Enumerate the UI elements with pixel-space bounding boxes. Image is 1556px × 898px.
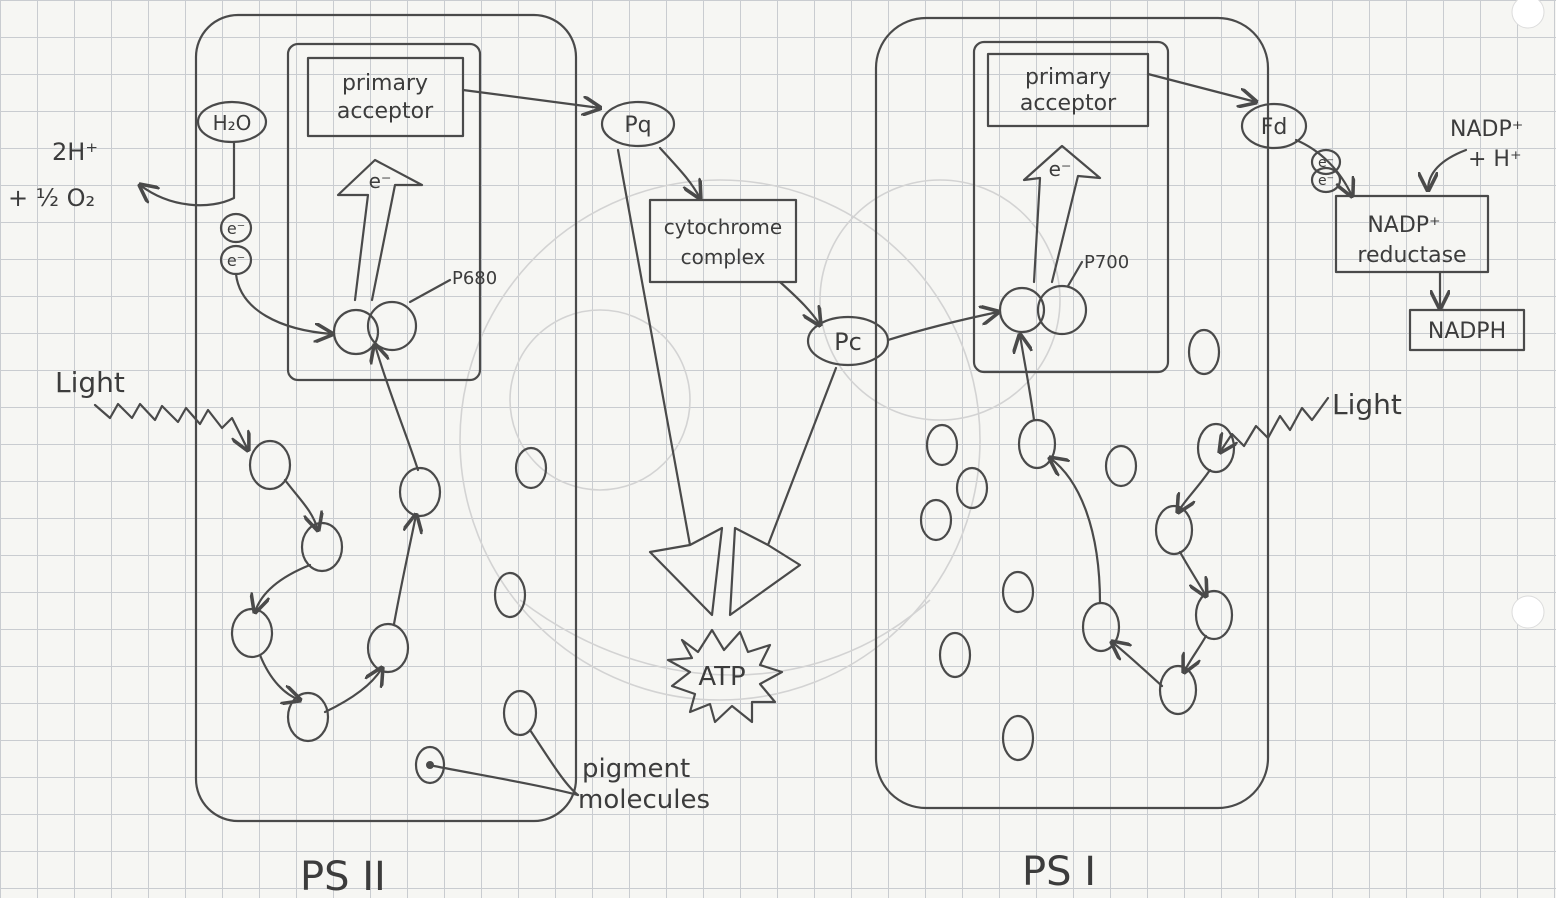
proton-gradient-arrow-icon — [616, 148, 724, 617]
proton-gradient-arrow-icon — [728, 366, 838, 617]
binder-hole — [1511, 0, 1545, 29]
ps1-title: PS I — [1022, 849, 1096, 895]
ps1-primary-acceptor: primary acceptor — [986, 52, 1150, 128]
water-molecule-icon — [196, 100, 268, 144]
p700-molecule-icon — [1036, 284, 1088, 336]
pigment-label-line-1: pigment — [582, 754, 690, 784]
pq-to-cytochrome-arrow — [658, 146, 700, 198]
electron-icon — [219, 212, 253, 244]
energy-transfer-arrow — [1178, 550, 1206, 596]
ps2-light-label: Light — [55, 366, 125, 399]
atp-burst-icon — [666, 628, 784, 724]
plastoquinone-icon — [600, 100, 676, 148]
electron-icon — [1310, 148, 1342, 176]
ps1-light-zigzag-arrow — [1220, 396, 1330, 452]
nadp-input-line-2: + H⁺ — [1468, 147, 1522, 172]
cytochrome-complex-box — [648, 198, 798, 284]
electron-label: e⁻ — [1318, 173, 1334, 189]
binder-hole — [1511, 595, 1545, 629]
acceptor-to-pq-arrow — [461, 88, 600, 108]
energy-transfer-arrow — [258, 653, 300, 700]
ps1-reaction-center-box — [972, 40, 1170, 374]
nadp-input-arrow — [1428, 148, 1468, 190]
energy-transfer-arrow — [1050, 458, 1102, 605]
electron-label: e⁻ — [1318, 155, 1334, 171]
water-label: H₂O — [213, 111, 252, 135]
nadph-label: NADPH — [1428, 319, 1506, 344]
ps1-membrane-outline — [874, 16, 1270, 810]
electron-transport-chain: Pq cytochrome complex Pc ATP pigment mol… — [432, 88, 998, 815]
energy-transfer-arrow — [392, 515, 416, 626]
ps2-title: PS II — [300, 854, 386, 898]
p680-pointer — [408, 278, 452, 304]
p700-pointer — [1066, 260, 1084, 288]
p680-molecule-icon — [366, 300, 418, 352]
ps1-electron-label: e⁻ — [1049, 157, 1072, 181]
electron-label: e⁻ — [227, 251, 245, 270]
oxygen-label: + ½ O₂ — [8, 184, 95, 212]
fd-label: Fd — [1261, 115, 1288, 140]
pq-label: Pq — [624, 113, 651, 138]
ps2-primary-acceptor: primary acceptor — [306, 56, 465, 138]
nadp-reductase-box — [1334, 194, 1490, 274]
photosystem-1: primary acceptor e⁻ P700 Light — [874, 16, 1402, 895]
energy-transfer-arrow — [375, 345, 420, 472]
energy-transfer-arrow — [1184, 634, 1208, 672]
pc-to-p700-arrow — [886, 312, 998, 342]
energy-transfer-arrow — [255, 563, 312, 612]
ps2-light-zigzag-arrow — [93, 402, 248, 450]
cytochrome-label-line-2: complex — [681, 245, 766, 269]
photosystem-2: primary acceptor e⁻ P680 H₂O 2H⁺ + ½ O₂ … — [8, 13, 578, 898]
energy-transfer-arrow — [283, 478, 318, 530]
p680-molecule-icon — [332, 308, 380, 356]
atp-label: ATP — [698, 662, 745, 692]
primary-acceptor-line-2: acceptor — [1020, 91, 1117, 116]
reductase-label-line-1: NADP⁺ — [1367, 213, 1440, 238]
proton-label: 2H⁺ — [52, 138, 98, 166]
pc-label: Pc — [834, 328, 862, 356]
pigment-label-line-2: molecules — [578, 785, 710, 815]
nadph-formation: Fd e⁻ e⁻ NADP⁺ + H⁺ NADP⁺ reductase NADP… — [1146, 72, 1526, 352]
ps1-excitation-arrow-icon — [1022, 144, 1102, 284]
ps2-excitation-arrow-icon — [336, 158, 424, 302]
energy-transfer-arrow — [1178, 468, 1212, 512]
cytochrome-to-pc-arrow — [778, 280, 820, 325]
cytochrome-label-line-1: cytochrome — [664, 215, 782, 239]
nadph-box — [1408, 308, 1526, 352]
energy-transfer-arrow — [1112, 642, 1164, 688]
primary-acceptor-line-2: acceptor — [337, 99, 434, 124]
pigment-pointer — [432, 764, 580, 797]
p680-label: P680 — [452, 268, 497, 289]
energy-transfer-arrow — [323, 668, 382, 714]
energy-transfer-arrow — [1020, 335, 1036, 422]
fd-to-reductase-arrow — [1294, 138, 1352, 196]
nadp-input-line-1: NADP⁺ — [1450, 117, 1523, 142]
primary-acceptor-line-1: primary — [1025, 65, 1111, 90]
oxygen-release-arrow — [140, 141, 236, 207]
p700-label: P700 — [1084, 252, 1129, 273]
ps2-electron-label: e⁻ — [369, 169, 392, 193]
ferredoxin-icon — [1240, 102, 1308, 150]
ps2-reaction-center-box — [286, 42, 482, 382]
acceptor-to-fd-arrow — [1146, 72, 1256, 102]
reductase-label-line-2: reductase — [1357, 243, 1466, 268]
ps1-light-label: Light — [1332, 388, 1402, 421]
primary-acceptor-line-1: primary — [342, 71, 428, 96]
electron-to-p680-arrow — [234, 272, 332, 334]
electron-label: e⁻ — [227, 219, 245, 238]
pigment-pointer — [528, 728, 580, 797]
